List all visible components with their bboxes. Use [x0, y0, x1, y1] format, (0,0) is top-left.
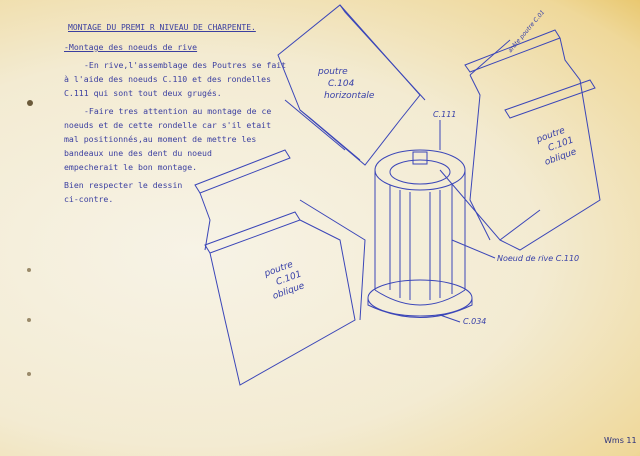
section-heading: -Montage des noeuds de rive	[64, 42, 198, 52]
leader-line	[439, 314, 461, 323]
leader-line	[469, 39, 511, 76]
beam-oblique-right	[439, 29, 601, 251]
text-line: mal positionnés,au moment de mettre les	[64, 134, 257, 144]
label-line: poutre	[318, 67, 348, 77]
binder-hole	[27, 318, 31, 322]
label-line: horizontale	[324, 91, 375, 101]
node-c110	[367, 149, 473, 318]
text-line: C.111 qui sont tout deux grugés.	[64, 88, 222, 98]
text-line: noeuds et de cette rondelle car s'il eta…	[64, 120, 272, 130]
paragraph-2: -Faire tres attention au montage de ce n…	[64, 104, 271, 174]
leader-line	[451, 239, 496, 259]
binder-hole	[27, 268, 31, 272]
paragraph-1: -En rive,l'assemblage des Poutres se fai…	[64, 58, 286, 100]
label-noeud: Noeud de rive C.110	[497, 254, 580, 263]
text-line: -En rive,l'assemblage des Poutres se fai…	[84, 60, 287, 70]
label-c111: C.111	[433, 110, 457, 119]
text-line: à l'aide des noeuds C.110 et des rondell…	[64, 74, 272, 84]
beam-horizontal	[277, 4, 426, 166]
paragraph-3: Bien respecter le dessin ci-contre.	[64, 178, 182, 206]
beam-oblique-left	[194, 149, 366, 386]
text-line: empecherait le bon montage.	[64, 162, 198, 172]
label-line: C.104	[328, 79, 355, 89]
page-reference: Wms 11	[604, 436, 637, 445]
document-title: MONTAGE DU PREMI R NIVEAU DE CHARPENTE.	[68, 23, 256, 32]
text-line: -Faire tres attention au montage de ce	[84, 106, 272, 116]
binder-hole	[27, 372, 31, 376]
label-poutre-horizontale: poutre C.104 horizontale	[318, 66, 374, 102]
text-line: bandeaux une des dent du noeud	[64, 148, 212, 158]
text-line: ci-contre.	[64, 194, 114, 204]
binder-hole	[27, 100, 33, 106]
text-line: Bien respecter le dessin	[64, 180, 183, 190]
label-c034: C.034	[463, 317, 487, 326]
